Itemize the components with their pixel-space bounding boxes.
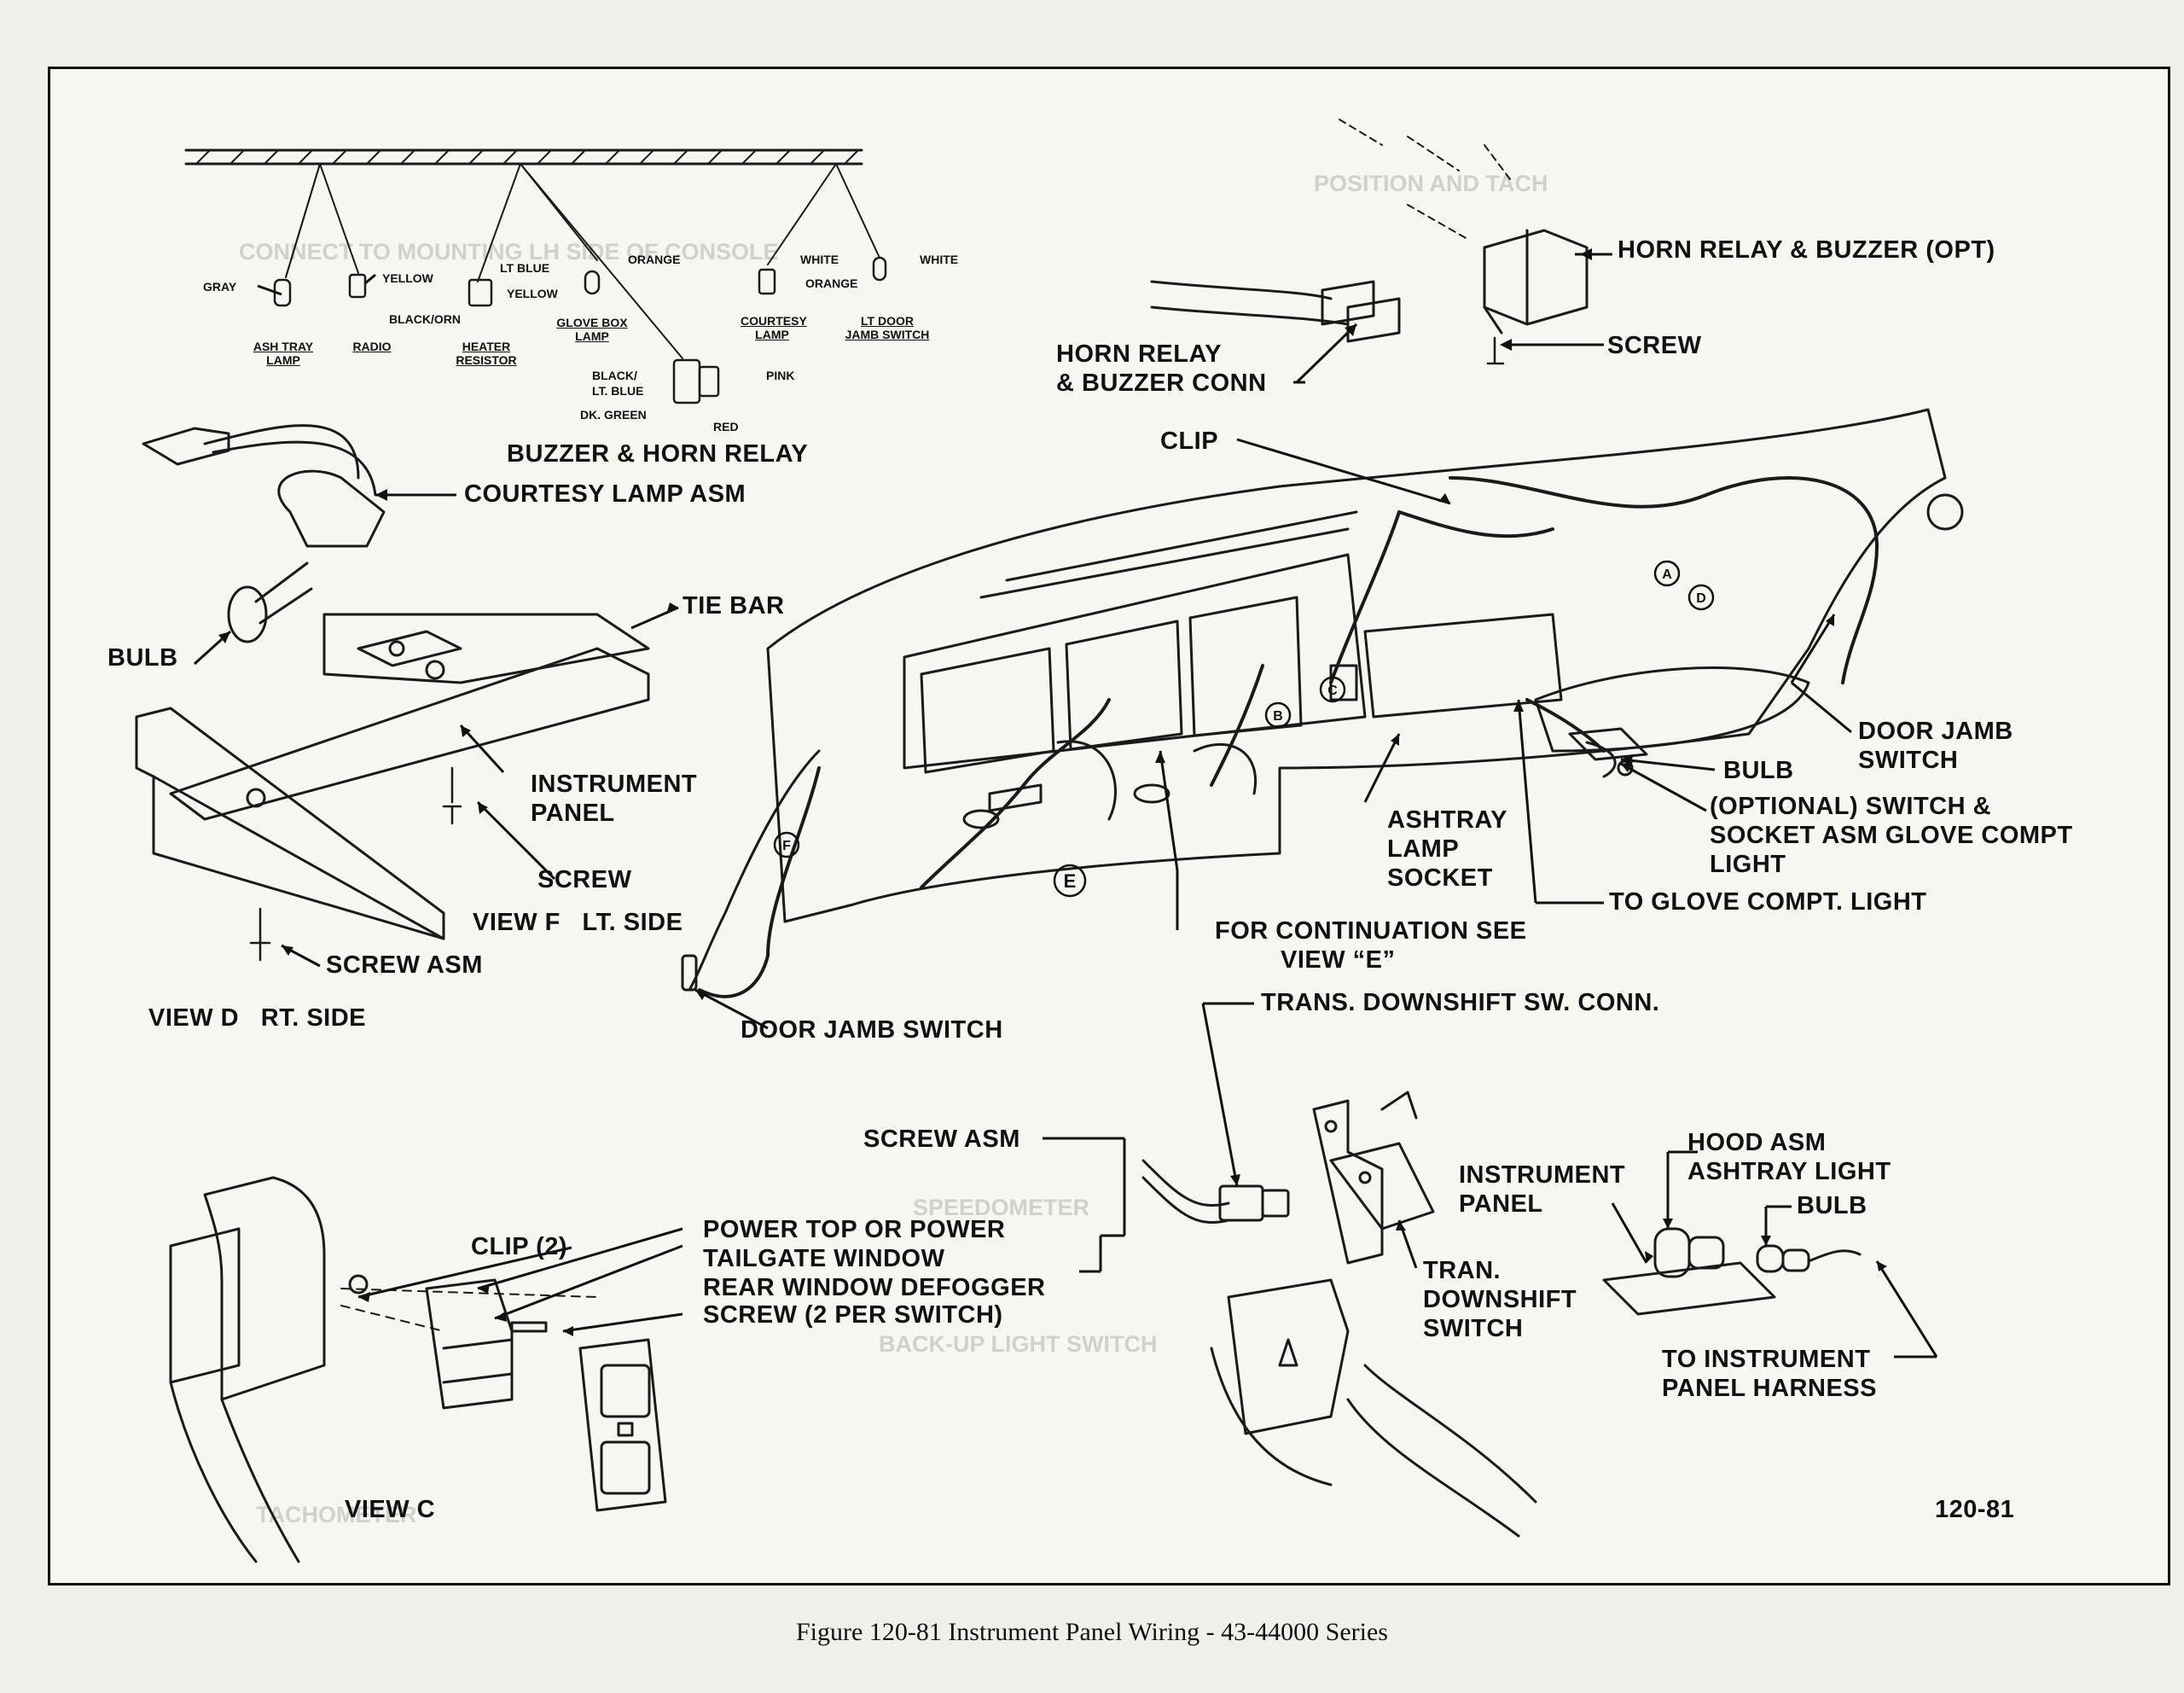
label-optional-switch: (OPTIONAL) SWITCH & SOCKET ASM GLOVE COM… [1710, 793, 2073, 878]
leader-lines [193, 253, 1938, 1358]
view-marker-c-text: C [1327, 684, 1338, 698]
wire-color-gray: GRAY [203, 280, 237, 294]
label-view-c: VIEW C [345, 1496, 436, 1523]
bleed-through-text: BACK-UP LIGHT SWITCH [879, 1331, 1158, 1357]
wire-color-dk-green: DK. GREEN [580, 408, 647, 422]
label-to-instrument-panel-harness: TO INSTRUMENT PANEL HARNESS [1662, 1346, 1877, 1402]
label-buzzer-horn-relay: BUZZER & HORN RELAY [507, 440, 809, 468]
label-instrument-panel-left: INSTRUMENT PANEL [531, 771, 698, 827]
component-heater-resistor: HEATER RESISTOR [456, 340, 517, 367]
view-marker-b: B [1264, 701, 1292, 729]
label-screw-asm-center: SCREW ASM [863, 1126, 1020, 1153]
hood-ashtray-light [1602, 1227, 1862, 1316]
label-bulb-left: BULB [107, 644, 178, 672]
label-screw-top: SCREW [1607, 332, 1702, 359]
component-courtesy-lamp: COURTESY LAMP [741, 314, 807, 341]
trans-downshift-assembly [1141, 1091, 1537, 1538]
view-marker-d: D [1687, 584, 1715, 611]
label-instrument-panel-right: INSTRUMENT PANEL [1459, 1161, 1626, 1218]
component-radio: RADIO [352, 340, 392, 353]
figure-number: 120-81 [1935, 1496, 2015, 1523]
view-c-switch-assembly [169, 1176, 667, 1563]
label-screw-2-per-switch: SCREW (2 PER SWITCH) [703, 1301, 1003, 1329]
label-switch-list: POWER TOP OR POWER TAILGATE WINDOW REAR … [703, 1216, 1046, 1301]
component-ash-tray-lamp: ASH TRAY LAMP [253, 340, 314, 367]
wire-color-black: BLACK/ [592, 369, 637, 382]
label-bulb-right: BULB [1723, 757, 1794, 784]
view-marker-f: F [773, 831, 800, 858]
label-door-jamb-switch-right: DOOR JAMB SWITCH [1858, 718, 2013, 774]
diagram-frame [48, 67, 2170, 1585]
label-door-jamb-switch-bottom: DOOR JAMB SWITCH [741, 1016, 1003, 1044]
label-hood-asm: HOOD ASM ASHTRAY LIGHT [1687, 1129, 1891, 1185]
label-view-f: VIEW F LT. SIDE [473, 909, 683, 936]
bleed-through-text: TACHOMETER [256, 1502, 417, 1527]
door-jamb-switch-wire [681, 749, 821, 992]
component-lt-door-jamb-switch: LT DOOR JAMB SWITCH [845, 314, 930, 341]
view-markers: A B C D E F [773, 560, 1715, 898]
label-trans-downshift-conn: TRANS. DOWNSHIFT SW. CONN. [1261, 989, 1660, 1016]
arrowheads [218, 248, 1887, 1336]
label-to-glove-compt-light: TO GLOVE COMPT. LIGHT [1609, 888, 1927, 916]
view-marker-a: A [1653, 560, 1681, 587]
wire-color-orange-glove: ORANGE [628, 253, 681, 266]
label-ashtray-lamp-socket: ASHTRAY LAMP SOCKET [1387, 806, 1508, 892]
wire-color-white-courtesy: WHITE [800, 253, 839, 266]
courtesy-lamp-assembly [142, 424, 386, 643]
small-connectors [273, 256, 887, 404]
wire-color-black-orn: BLACK/ORN [389, 312, 461, 326]
wire-color-lt-blue: LT BLUE [500, 261, 550, 275]
wire-color-lt-blue-relay: LT. BLUE [592, 384, 644, 398]
label-tie-bar: TIE BAR [682, 592, 785, 620]
view-marker-b-text: B [1273, 709, 1283, 724]
component-glove-box-lamp: GLOVE BOX LAMP [556, 316, 628, 343]
label-bulb-hood: BULB [1797, 1192, 1867, 1219]
view-marker-c: C [1319, 676, 1346, 703]
wire-color-red: RED [713, 420, 739, 433]
wire-color-yellow-radio: YELLOW [382, 271, 433, 285]
wire-color-white-jamb: WHITE [920, 253, 959, 266]
main-harness-bar [184, 148, 863, 166]
bleed-through-text: POSITION AND TACH [1314, 171, 1548, 196]
label-clip: CLIP [1160, 428, 1219, 455]
label-horn-relay-buzzer-opt: HORN RELAY & BUZZER (OPT) [1618, 236, 1995, 264]
branch-leads [285, 163, 880, 359]
label-screw-asm-left: SCREW ASM [326, 951, 483, 979]
label-for-continuation: FOR CONTINUATION SEE VIEW “E” [1215, 917, 1527, 974]
label-screw-left: SCREW [537, 866, 632, 893]
figure-caption: Figure 120-81 Instrument Panel Wiring - … [796, 1618, 1388, 1646]
wire-color-orange-courtesy: ORANGE [805, 276, 858, 290]
horn-relay-buzzer [1150, 119, 1589, 365]
view-marker-e: E [1053, 864, 1087, 898]
left-bracket-panels [135, 613, 650, 962]
label-horn-relay-buzzer-conn: HORN RELAY & BUZZER CONN [1056, 340, 1267, 397]
view-marker-e-text: E [1064, 870, 1077, 892]
label-courtesy-lamp-asm: COURTESY LAMP ASM [464, 480, 746, 508]
view-marker-a-text: A [1662, 567, 1672, 582]
label-view-d: VIEW D RT. SIDE [148, 1004, 367, 1032]
view-marker-f-text: F [782, 839, 791, 853]
label-clip-2: CLIP (2) [471, 1233, 568, 1260]
label-tran-downshift-switch: TRAN. DOWNSHIFT SWITCH [1423, 1257, 1577, 1342]
view-marker-d-text: D [1696, 591, 1706, 606]
wire-color-pink: PINK [766, 369, 795, 382]
bleed-through-text: SPEEDOMETER [913, 1195, 1090, 1220]
wire-color-yellow-heater: YELLOW [507, 287, 558, 300]
